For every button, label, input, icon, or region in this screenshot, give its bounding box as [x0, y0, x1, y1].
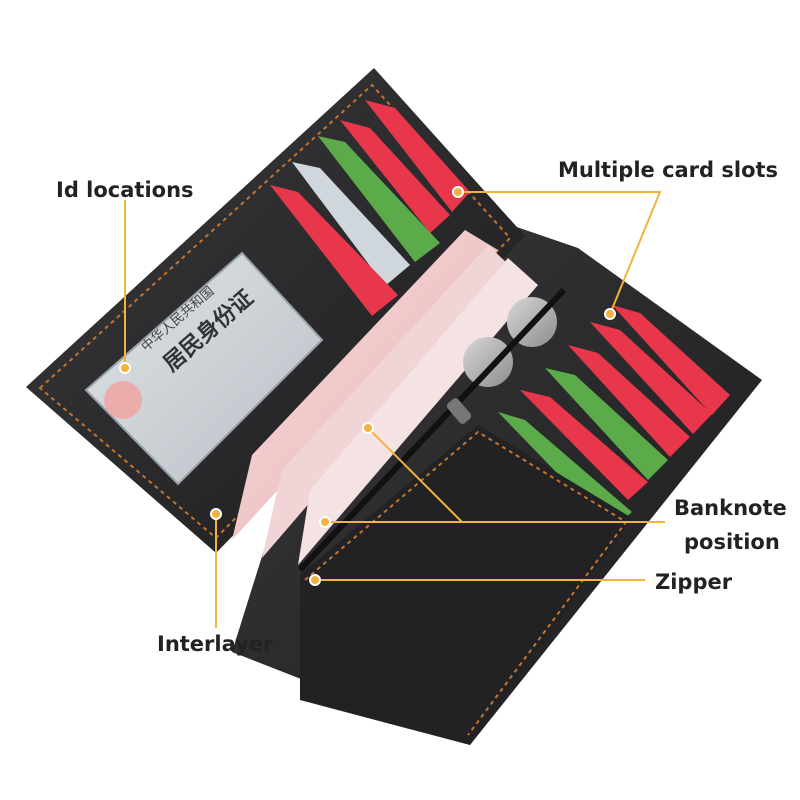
card	[590, 322, 712, 434]
leader-dots	[119, 186, 616, 586]
label-interlayer: Interlayer	[157, 632, 274, 656]
label-banknote-line1: Banknote	[674, 496, 787, 520]
dot-banknote-2	[319, 516, 331, 528]
dot-banknote	[362, 422, 374, 434]
coin	[463, 337, 513, 387]
card	[568, 345, 690, 457]
zipper-pull	[446, 398, 472, 424]
front-pocket-stitching	[304, 430, 628, 736]
dot-zipper	[309, 574, 321, 586]
banknote	[298, 258, 538, 565]
label-banknote-line2: position	[684, 530, 780, 554]
left-card-stack	[270, 100, 470, 316]
leader-line-cards	[458, 191, 662, 315]
left-panel-stitching	[38, 83, 512, 540]
dot-cards-left	[452, 186, 464, 198]
leader-lines	[124, 191, 665, 628]
card	[270, 185, 398, 316]
dot-id	[119, 362, 131, 374]
card	[292, 162, 410, 286]
card	[365, 100, 470, 212]
card	[612, 305, 730, 415]
card	[340, 120, 450, 233]
card	[545, 368, 668, 480]
card	[520, 390, 648, 500]
front-pocket	[300, 425, 632, 745]
label-card-slots: Multiple card slots	[558, 158, 779, 182]
label-id-locations: Id locations	[56, 178, 194, 202]
dot-cards-right	[604, 308, 616, 320]
id-window	[84, 251, 324, 486]
card	[318, 136, 440, 262]
zipper-track	[297, 287, 567, 573]
dot-interlayer	[210, 508, 222, 520]
blurred-photo	[104, 381, 142, 419]
label-zipper: Zipper	[655, 570, 733, 594]
